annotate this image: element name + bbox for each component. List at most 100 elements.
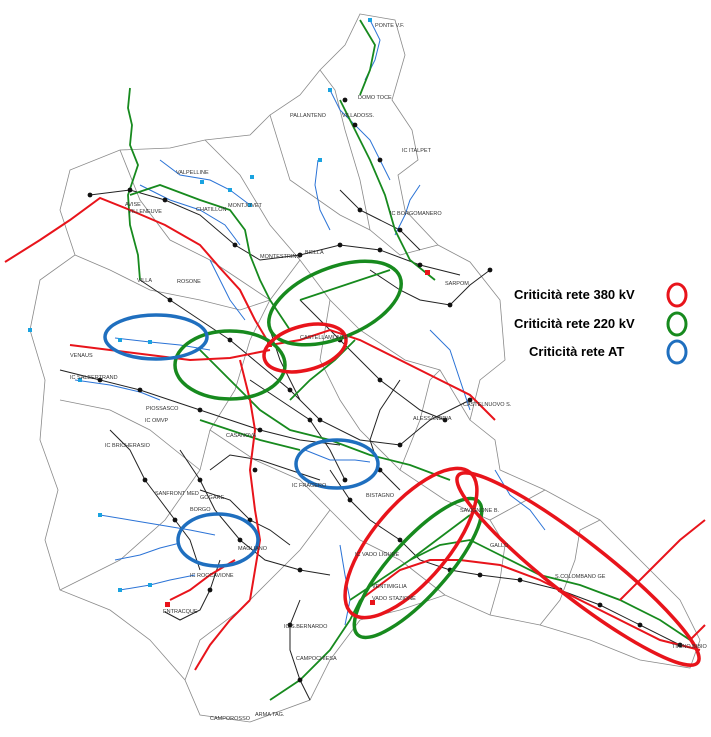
- substation-dot: [517, 577, 523, 583]
- place-label: VILLA: [137, 278, 152, 284]
- place-label: IC BRICHERASIO: [105, 443, 151, 449]
- at-station-marker: [78, 378, 82, 382]
- place-label: GOGARE: [200, 495, 224, 501]
- place-label: IC SALBERTRAND: [70, 375, 118, 381]
- substation-dot: [232, 242, 238, 248]
- substation-dot: [197, 407, 203, 413]
- place-label: PALLANTENO: [290, 113, 327, 119]
- place-label: SARPOM: [445, 281, 469, 287]
- at-network: [74, 19, 546, 626]
- substation-dot: [447, 302, 453, 308]
- place-label: CAMPOROSSO: [210, 716, 251, 722]
- substation-dot: [252, 467, 258, 473]
- at-station-marker: [98, 513, 102, 517]
- substation-dot: [257, 427, 263, 433]
- 380kv-station-marker: [425, 270, 430, 275]
- substation-dot: [487, 267, 493, 273]
- at-station-marker: [148, 340, 152, 344]
- place-label: BISTAGNO: [366, 493, 395, 499]
- place-labels: PONTE V.F. DOMO TOCE PALLANTENO VILLADOS…: [70, 23, 708, 722]
- province-border: [489, 519, 506, 616]
- place-label: PIOSSASCO: [146, 406, 179, 412]
- place-label: MONTESTRINO: [260, 254, 301, 260]
- critical-area-220kv: [173, 329, 287, 401]
- at-station-marker: [118, 588, 122, 592]
- legend: Criticità rete 380 kV Criticità rete 220…: [514, 282, 688, 365]
- substation-dot: [357, 207, 363, 213]
- substation-dot: [317, 417, 323, 423]
- 380kv-station-marker: [165, 602, 170, 607]
- substation-dot: [637, 622, 643, 628]
- substation-dot: [162, 197, 168, 203]
- substation-dot: [342, 97, 348, 103]
- 220kv-network: [127, 19, 691, 701]
- place-label: VALPELLINE: [176, 170, 209, 176]
- place-label: IC FRAGERO: [292, 483, 327, 489]
- legend-label-at: Criticità rete AT: [529, 344, 624, 359]
- criticality-areas: [103, 259, 701, 667]
- substation-dot: [352, 122, 358, 128]
- place-label: MONTJOVET: [228, 203, 263, 209]
- place-label: BIELLA: [305, 250, 324, 256]
- substation-dot: [247, 517, 253, 523]
- place-label: VENTIMIGLIA: [372, 584, 407, 590]
- place-label: SAVIGNONE B.: [460, 508, 499, 514]
- place-label: ARMA TAG.: [255, 712, 285, 718]
- place-label: ENTRACQUE: [163, 609, 198, 615]
- at-station-marker: [28, 328, 32, 332]
- place-label: CHATILLON: [196, 207, 226, 213]
- substation-dot: [297, 677, 303, 683]
- place-label: IC BORGOMANERO: [390, 211, 442, 217]
- critical-area-380kv: [455, 471, 701, 667]
- substation-dot: [377, 157, 383, 163]
- substation-dot: [377, 247, 383, 253]
- critical-area-380kv: [262, 322, 348, 374]
- substation-dot: [397, 442, 403, 448]
- critical-area-380kv: [343, 466, 479, 620]
- province-border: [539, 519, 601, 626]
- substation-dot: [467, 397, 473, 403]
- substation-dot: [297, 567, 303, 573]
- substation-dot: [137, 387, 143, 393]
- substation-dot: [442, 417, 448, 423]
- substation-dot: [287, 622, 293, 628]
- at-station-marker: [118, 338, 122, 342]
- place-label: DOMO TOCE: [358, 95, 392, 101]
- place-label: CASANOVA: [226, 433, 256, 439]
- substation-dot: [377, 377, 383, 383]
- critical-area-at: [103, 313, 209, 361]
- substation-dot: [237, 537, 243, 543]
- substation-dot: [167, 297, 173, 303]
- substation-dot: [677, 642, 683, 648]
- at-station-marker: [200, 180, 204, 184]
- place-label: VADO STAZIONE: [372, 596, 416, 602]
- substation-dot: [207, 587, 213, 593]
- substations: [87, 97, 683, 683]
- province-border: [74, 254, 271, 311]
- substation-dot: [477, 572, 483, 578]
- 380kv-station-marker: [370, 600, 375, 605]
- substation-dot: [197, 477, 203, 483]
- substation-dot: [97, 377, 103, 383]
- place-label: CASTELLAMONTE: [300, 335, 348, 341]
- at-station-marker: [250, 175, 254, 179]
- substation-dot: [87, 192, 93, 198]
- place-label: IC S.BERNARDO: [284, 624, 328, 630]
- legend-item-at: Criticità rete AT: [529, 339, 688, 365]
- legend-swatch-380kv: [666, 282, 688, 308]
- place-label: IC ROCCAVIONE: [190, 573, 234, 579]
- place-label: CASTELNUOVO S.: [463, 402, 512, 408]
- place-label: S.COLOMBANO GE: [555, 574, 606, 580]
- substation-dot: [297, 252, 303, 258]
- at-station-marker: [318, 158, 322, 162]
- place-label: IC VADO LIGURE: [355, 552, 400, 558]
- region-outline: [29, 13, 701, 723]
- substation-dot: [417, 262, 423, 268]
- substation-dot: [227, 337, 233, 343]
- place-label: IC ITALPET: [402, 148, 432, 154]
- substation-dot: [397, 227, 403, 233]
- legend-label-380kv: Criticità rete 380 kV: [514, 287, 635, 302]
- place-label: ROSONE: [177, 279, 201, 285]
- substation-dot: [347, 497, 353, 503]
- critical-area-220kv: [352, 496, 484, 640]
